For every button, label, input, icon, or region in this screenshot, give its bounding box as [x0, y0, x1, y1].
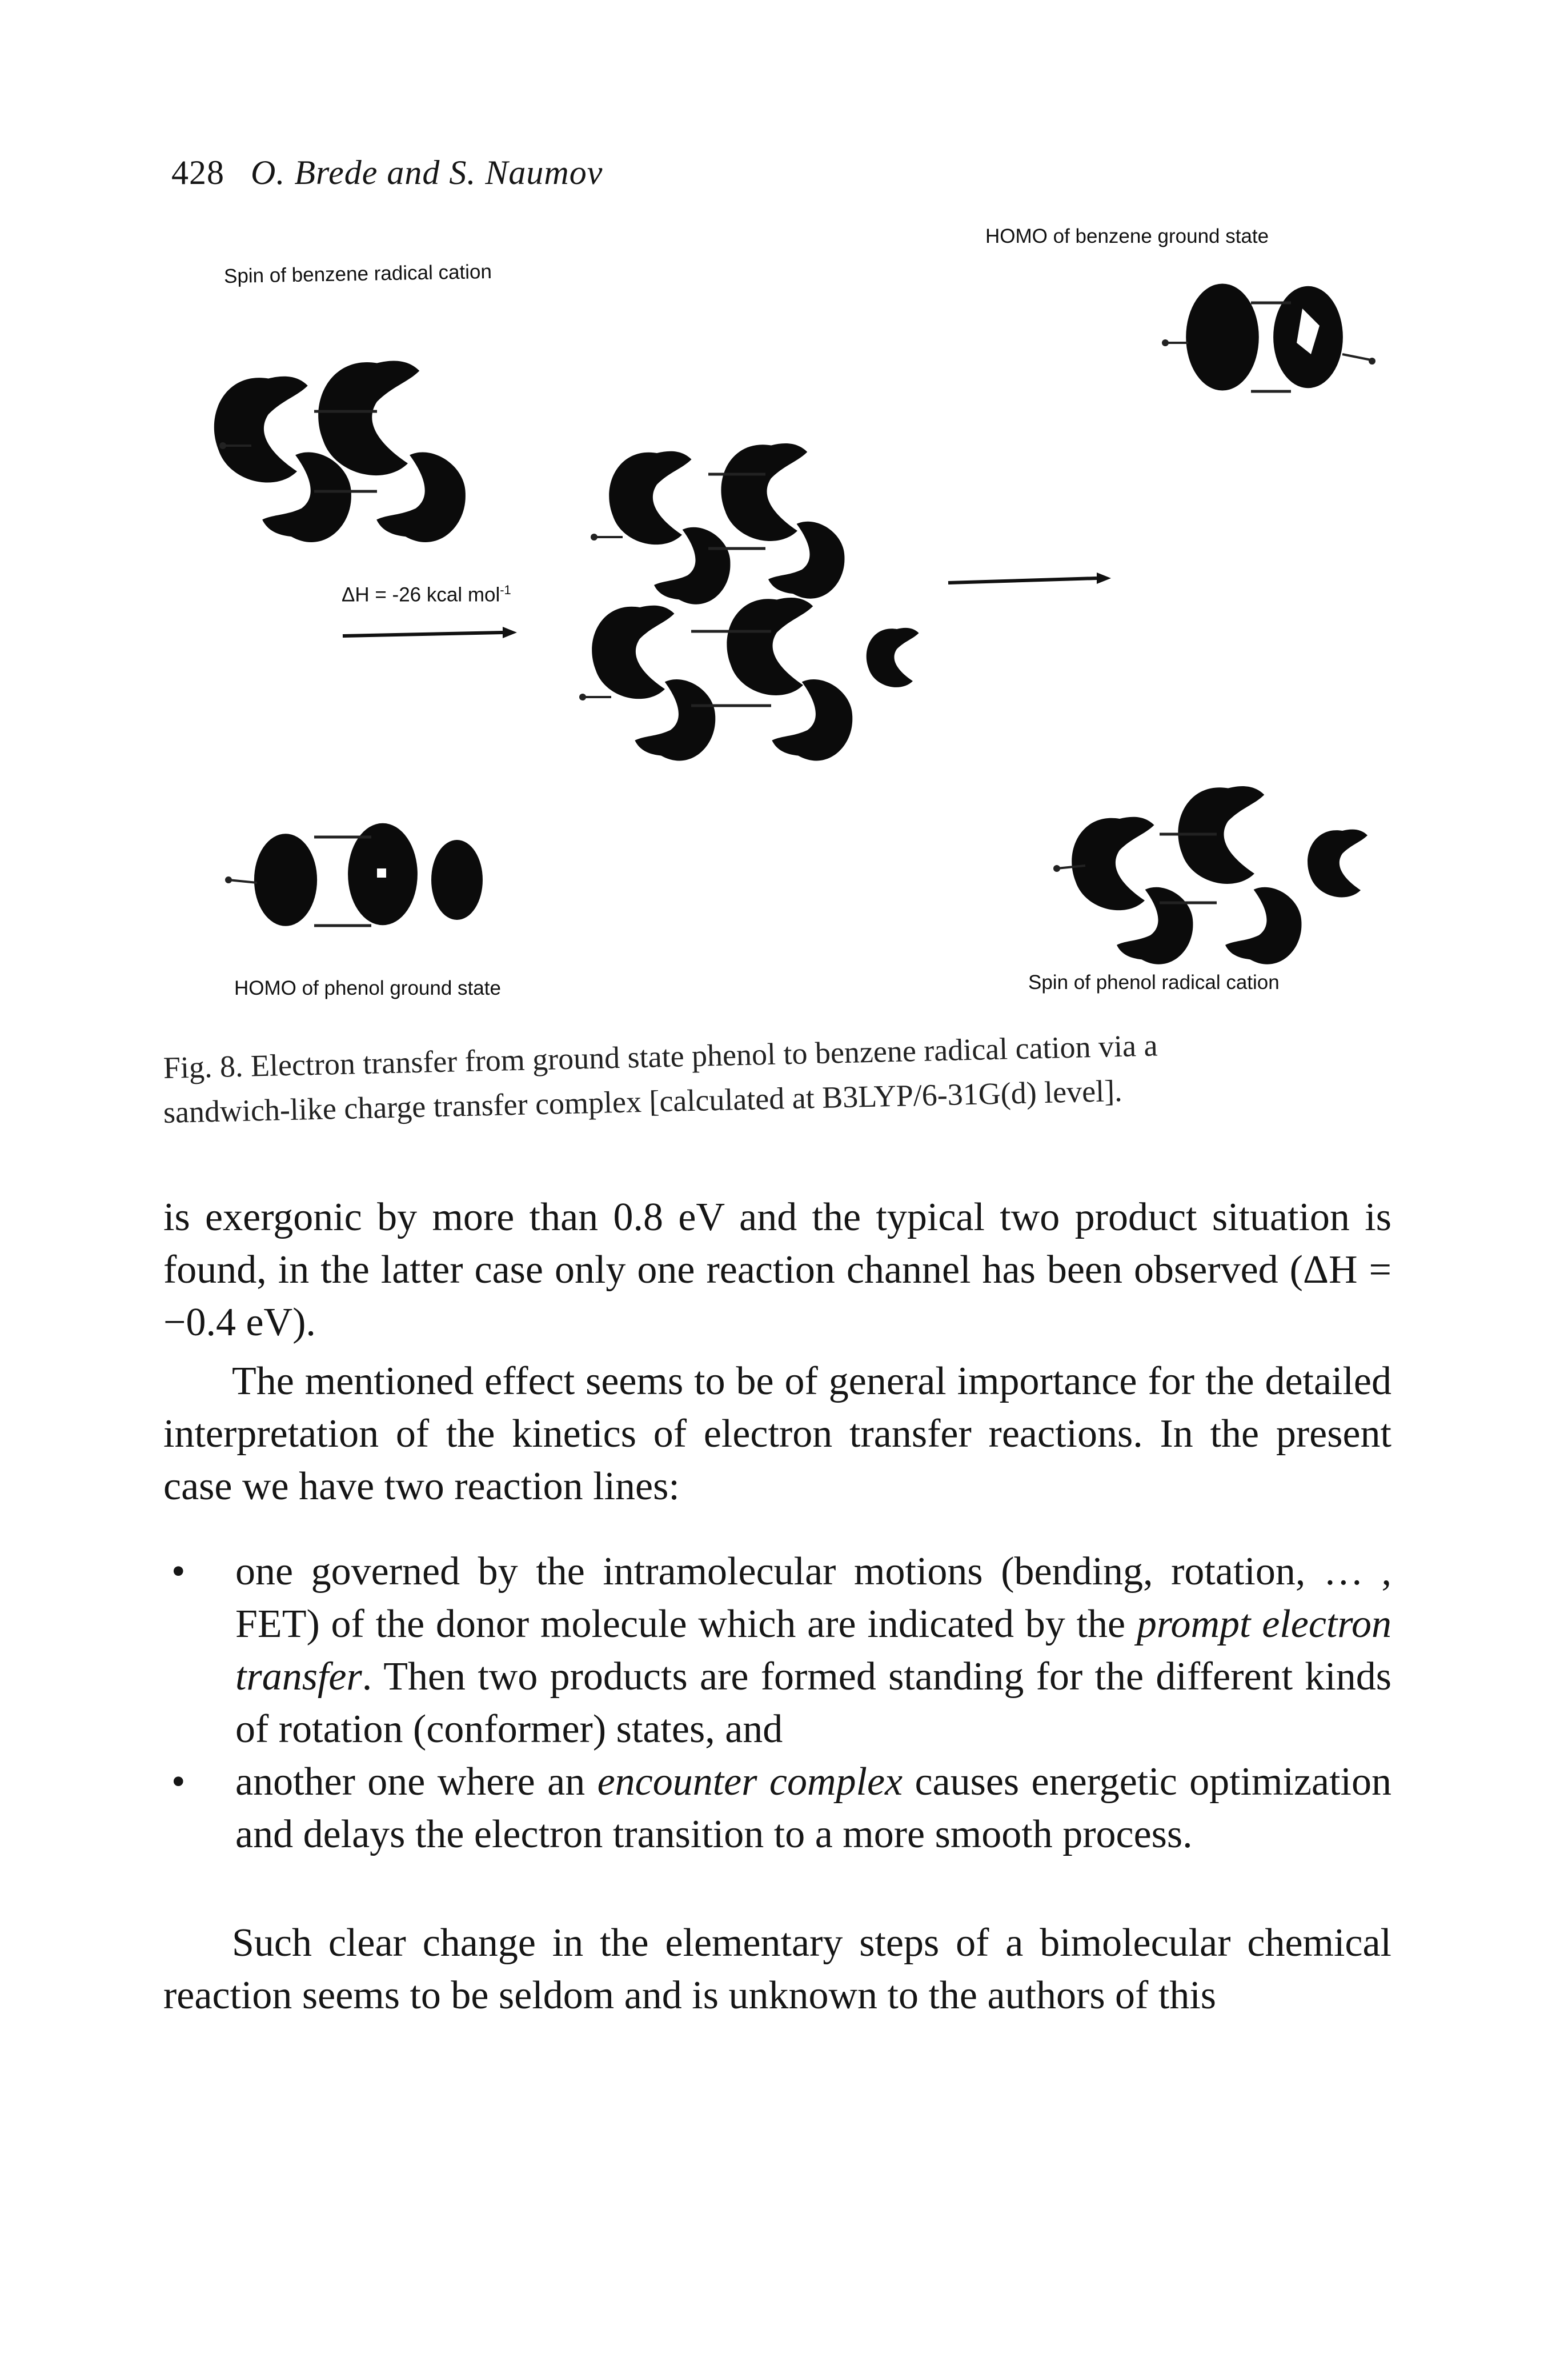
phenol-homo-structure [225, 823, 483, 927]
label-delta-h: ΔH = -26 kcal mol-1 [342, 583, 511, 607]
reaction-arrow-left [342, 627, 517, 638]
bullet-2-emphasis: encounter complex [597, 1760, 903, 1804]
figure-8: HOMO of benzene ground state Spin of ben… [160, 217, 1417, 1028]
phenol-radical-spin-structure [1053, 786, 1368, 975]
running-header: 428 O. Brede and S. Naumov [171, 153, 603, 193]
label-homo-benzene: HOMO of benzene ground state [985, 225, 1269, 247]
paragraph-1: is exergonic by more than 0.8 eV and the… [163, 1195, 1391, 1344]
label-spin-phenol: Spin of phenol radical cation [1028, 971, 1280, 994]
charge-transfer-complex-upper [591, 443, 856, 615]
figure-caption: Fig. 8. Electron transfer from ground st… [163, 1028, 1409, 1135]
bullet-2-text-b: causes energetic optimization and delays… [235, 1760, 1391, 1856]
benzene-radical-spin-structure [214, 361, 479, 554]
reaction-lines-list: • one governed by the intramolecular mot… [163, 1546, 1391, 1861]
delta-h-superscript: -1 [500, 583, 511, 597]
label-homo-phenol: HOMO of phenol ground state [234, 977, 501, 999]
bullet-1-emphasis: prompt electron transfer [235, 1602, 1391, 1699]
label-spin-benzene: Spin of benzene radical cation [223, 260, 492, 288]
bullet-marker: • [171, 1550, 186, 1594]
bullet-1-text-a: one governed by the intramolecular motio… [235, 1550, 1391, 1646]
charge-transfer-complex-lower [579, 598, 919, 771]
benzene-homo-structure [1162, 283, 1375, 393]
list-item: • another one where an encounter complex… [163, 1756, 1391, 1861]
paragraph-2: The mentioned effect seems to be of gene… [163, 1359, 1391, 1508]
reaction-arrow-right [948, 573, 1111, 585]
bullet-marker: • [171, 1760, 186, 1804]
page-number: 428 [171, 154, 224, 191]
bullet-2-text-a: another one where an [235, 1760, 597, 1804]
paragraph-3: Such clear change in the elementary step… [163, 1921, 1391, 2017]
list-item: • one governed by the intramolecular mot… [163, 1546, 1391, 1756]
delta-h-text: ΔH = -26 kcal mol [342, 583, 500, 606]
bullet-1-text-b: . Then two products are formed standing … [235, 1655, 1391, 1751]
orbital-figure [214, 283, 1375, 975]
header-authors: O. Brede and S. Naumov [251, 154, 603, 191]
